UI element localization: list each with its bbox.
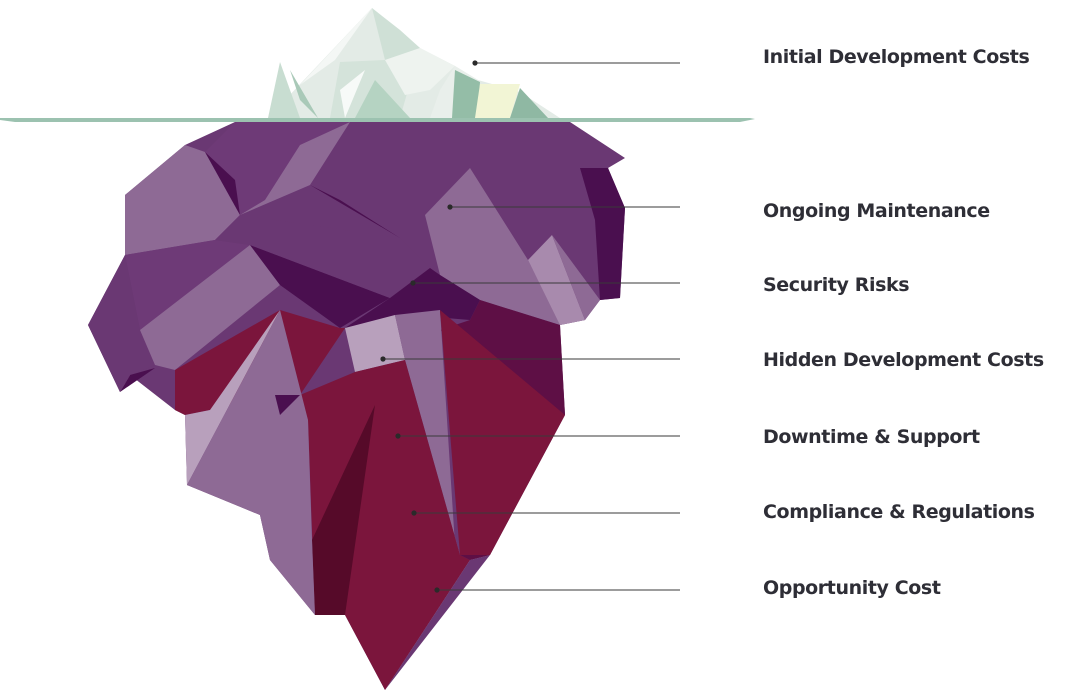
label-initial-development-costs: Initial Development Costs [763, 46, 1030, 68]
marker-hidden-development-costs [380, 356, 386, 362]
label-security-risks: Security Risks [763, 274, 910, 296]
waterline [0, 118, 755, 122]
marker-opportunity-cost [434, 587, 440, 593]
label-hidden-development-costs: Hidden Development Costs [763, 349, 1044, 371]
label-downtime-support: Downtime & Support [763, 426, 980, 448]
leader-lines [380, 60, 680, 593]
marker-security-risks [410, 280, 416, 286]
marker-downtime-support [395, 433, 401, 439]
label-compliance-regulations: Compliance & Regulations [763, 501, 1035, 523]
iceberg-submerged [88, 122, 625, 690]
label-opportunity-cost: Opportunity Cost [763, 577, 941, 599]
iceberg-tip [268, 8, 560, 118]
marker-initial-development-costs [472, 60, 478, 66]
label-ongoing-maintenance: Ongoing Maintenance [763, 200, 990, 222]
marker-compliance-regulations [411, 510, 417, 516]
marker-ongoing-maintenance [447, 204, 453, 210]
